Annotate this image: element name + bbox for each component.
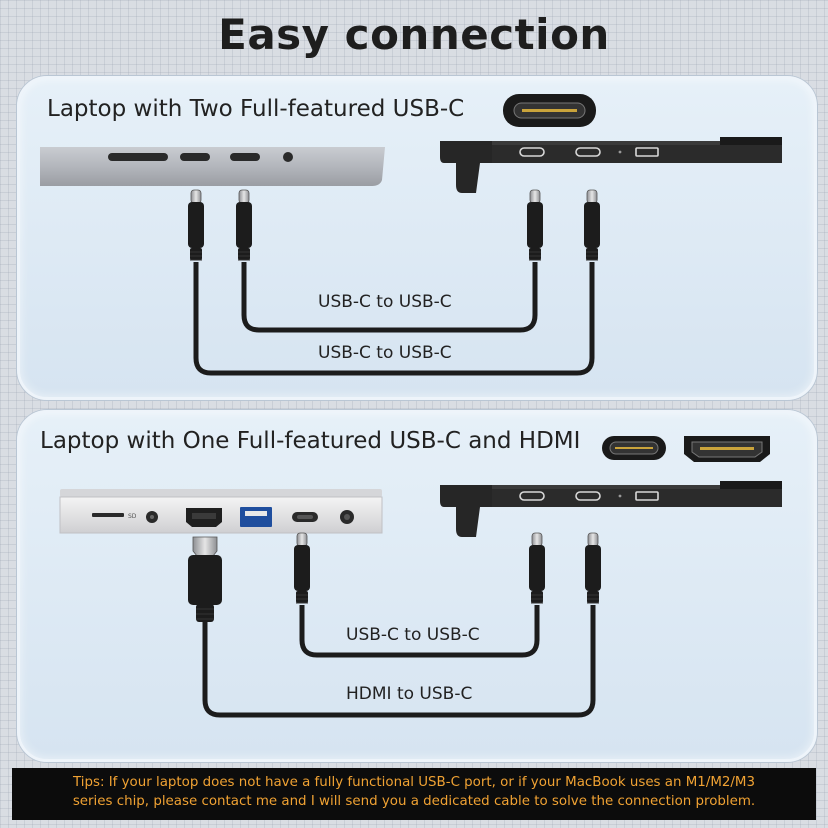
sd-slot-label: SD (128, 513, 137, 520)
tips-banner: Tips: If your laptop does not have a ful… (12, 768, 816, 820)
panel-usb-c-and-hdmi (17, 410, 817, 762)
panel2-heading: Laptop with One Full-featured USB-C and … (40, 428, 581, 454)
cable-label-outer-2: HDMI to USB-C (346, 684, 473, 704)
cable-usb-c-to-usb-c-inner (235, 189, 544, 333)
cable-label-inner-1: USB-C to USB-C (318, 292, 452, 312)
page-title: Easy connection (218, 10, 610, 59)
tips-line-1: Tips: If your laptop does not have a ful… (72, 775, 755, 790)
cable-label-outer-1: USB-C to USB-C (318, 343, 452, 363)
cable-usb-c-to-usb-c-outer (187, 189, 601, 376)
hdmi-port-icon (684, 436, 770, 462)
cable-label-inner-2: USB-C to USB-C (346, 625, 480, 645)
hdmi-plug (188, 536, 222, 622)
portable-monitor-2 (439, 480, 783, 538)
panel-two-usb-c (17, 76, 817, 400)
usb-c-port-icon (503, 94, 596, 127)
portable-monitor-1 (439, 136, 783, 194)
laptop-two-usb-c (40, 147, 385, 186)
usb-c-port-icon (602, 436, 666, 460)
tips-line-2: series chip, please contact me and I wil… (72, 794, 756, 809)
cable-usb-c-to-usb-c-inner-2 (293, 532, 546, 658)
cable-hdmi-to-usb-c (188, 532, 602, 718)
laptop-usb-c-and-hdmi: SD (59, 489, 383, 534)
panel1-heading: Laptop with Two Full-featured USB-C (47, 96, 465, 122)
